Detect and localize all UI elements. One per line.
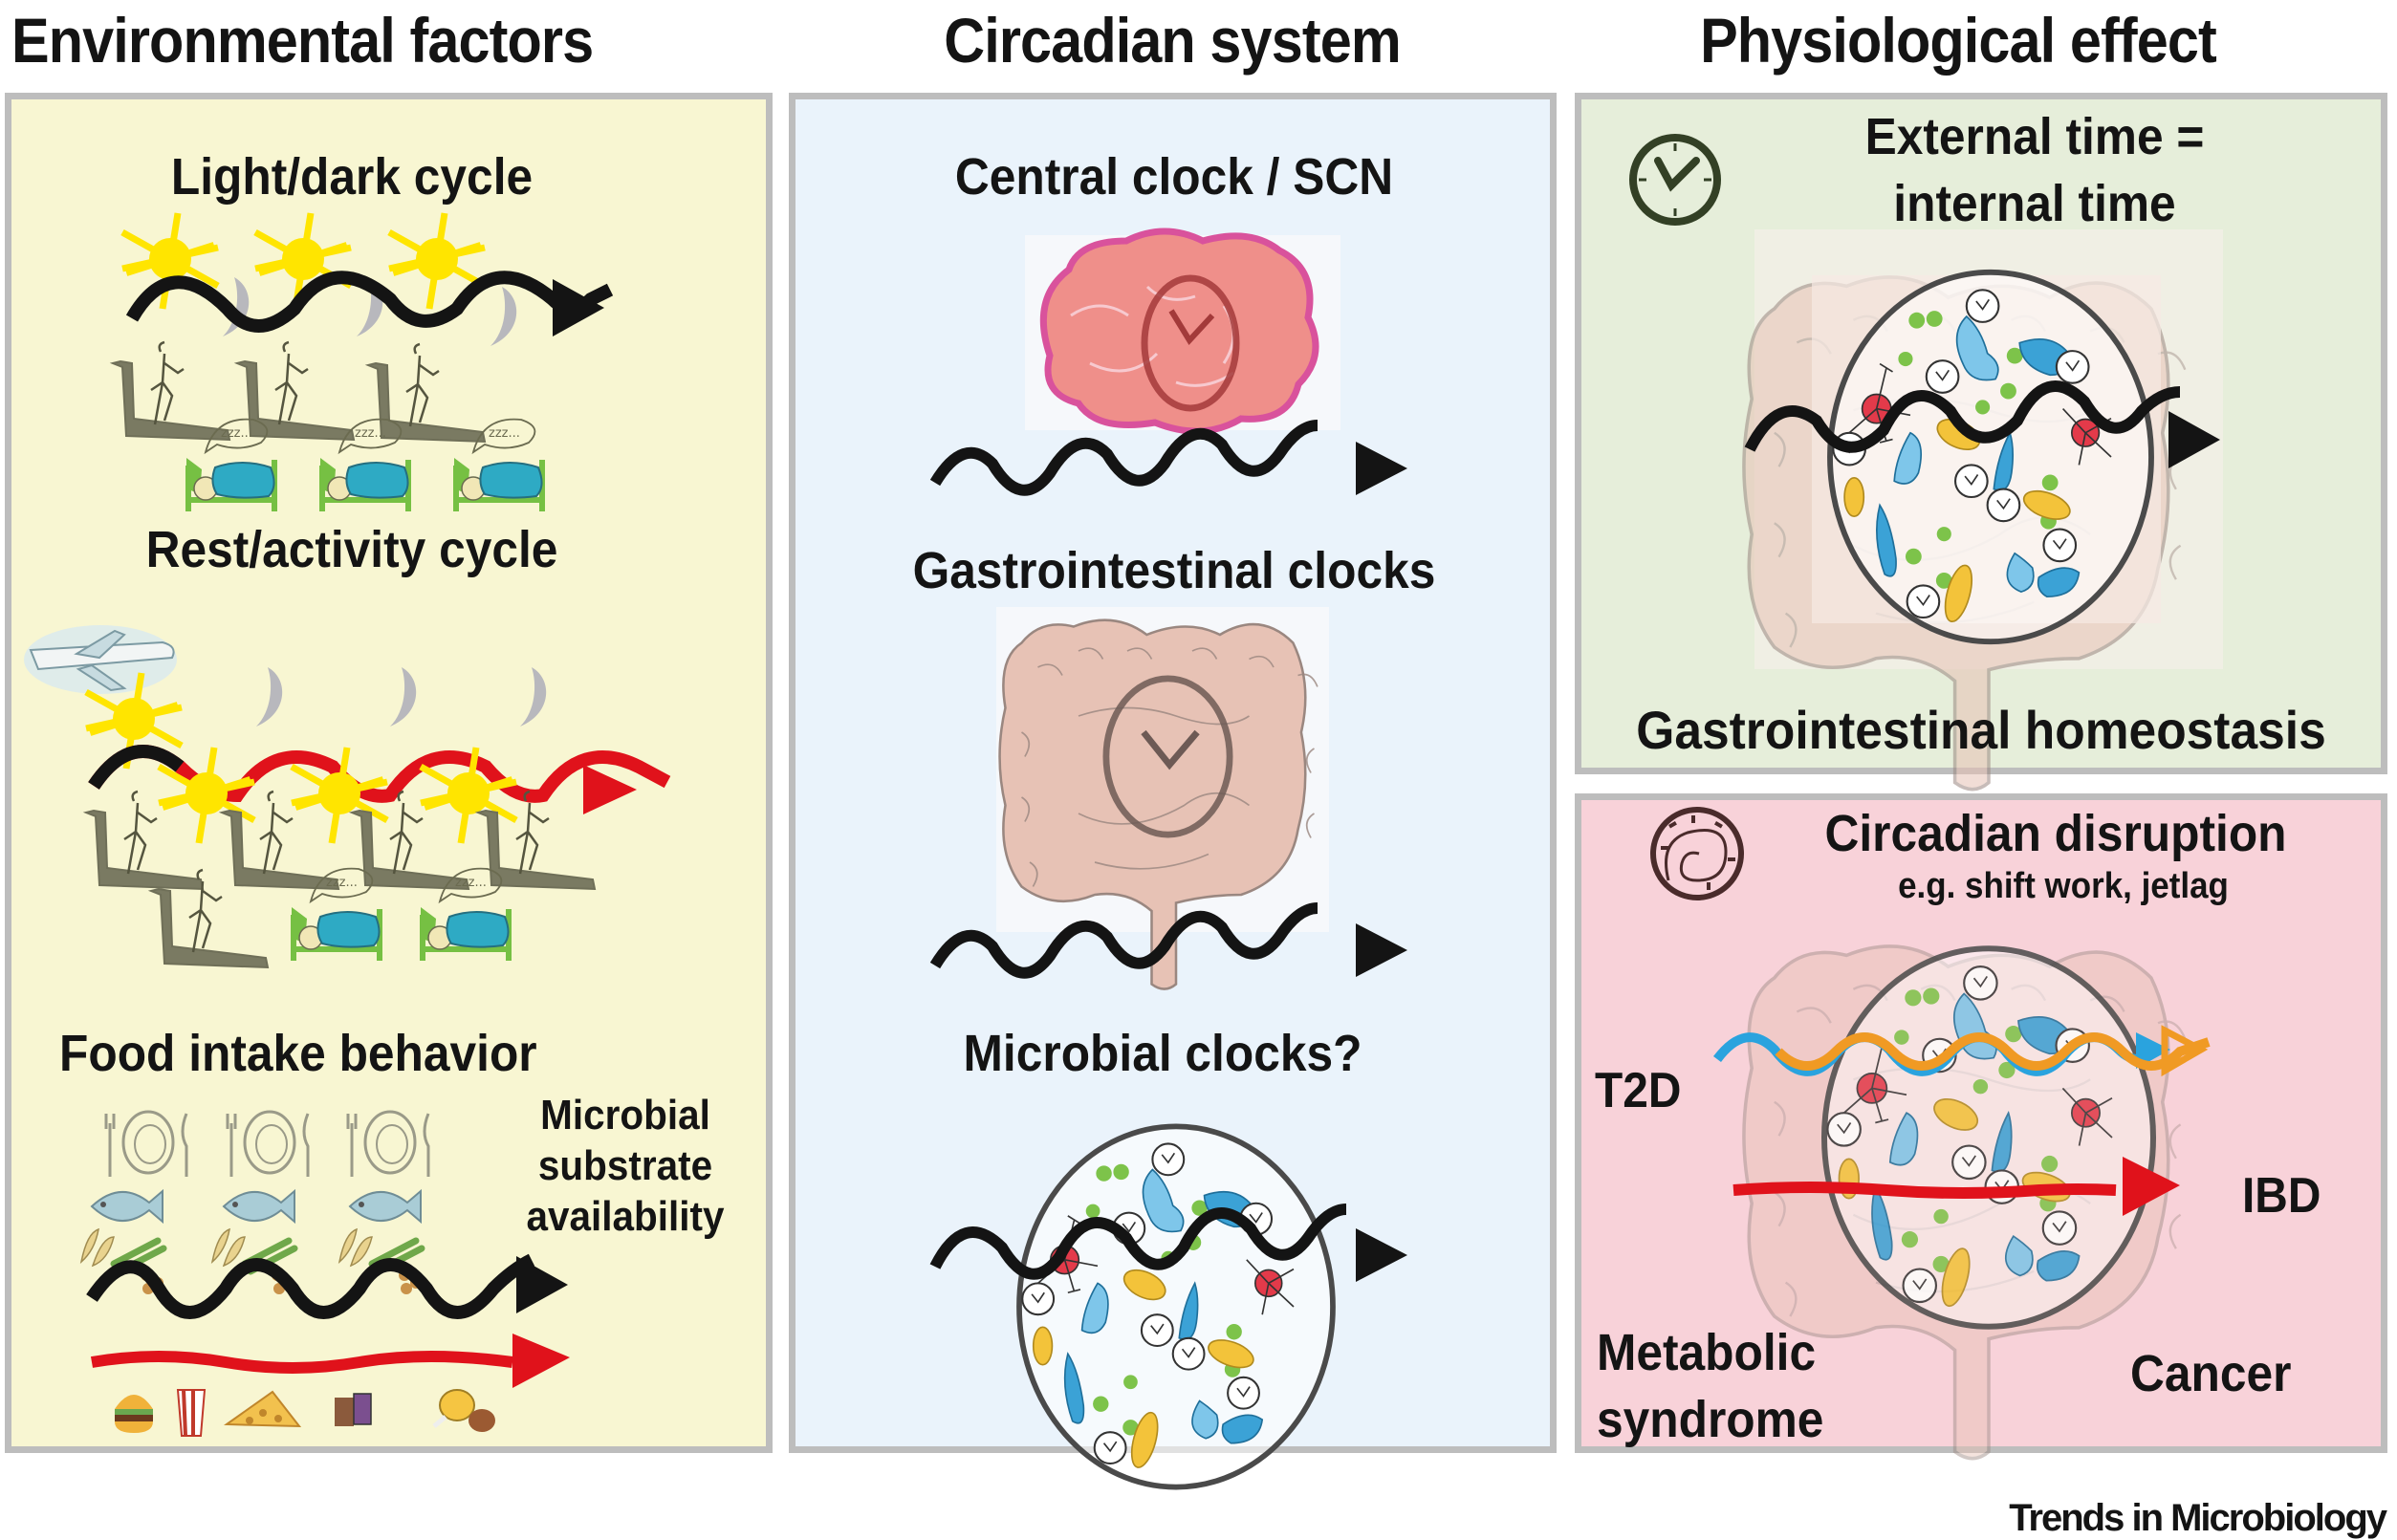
arrow-head bbox=[2161, 1025, 2209, 1077]
ibd-red-arrow bbox=[1732, 1182, 2117, 1199]
label-cancer: Cancer bbox=[2130, 1345, 2292, 1402]
moon-icon bbox=[520, 667, 547, 727]
fish-icon bbox=[91, 1190, 163, 1223]
microbial-rhythm-arrow bbox=[929, 1204, 1347, 1280]
moon-icon bbox=[390, 667, 417, 727]
clock-icon bbox=[1633, 138, 1717, 222]
arrow-head bbox=[2123, 1157, 2180, 1216]
pizza-icon bbox=[223, 1390, 302, 1428]
label-metabolic: Metabolic bbox=[1597, 1324, 1817, 1381]
label-microbial-clocks: Microbial clocks? bbox=[963, 1025, 1362, 1082]
label-syndrome: syndrome bbox=[1597, 1391, 1824, 1448]
burger-icon bbox=[115, 1395, 153, 1433]
treadmill-icon bbox=[220, 790, 340, 891]
header-physiological-effect: Physiological effect bbox=[1700, 5, 2217, 76]
microbiota-illustration bbox=[1830, 272, 2151, 641]
arrow-head bbox=[583, 765, 637, 814]
arrow-head bbox=[1356, 923, 1407, 977]
label-gastrointestinal-clocks: Gastrointestinal clocks bbox=[912, 542, 1436, 599]
chicken-icon bbox=[432, 1389, 495, 1432]
arrow-head bbox=[1356, 442, 1407, 495]
central-clock-rhythm-arrow bbox=[929, 420, 1318, 496]
plate-icons bbox=[104, 1110, 430, 1179]
label-external-time: External time = bbox=[1864, 108, 2205, 165]
label-availability: availability bbox=[526, 1193, 725, 1240]
disrupted-microbiota-illustration bbox=[1824, 948, 2153, 1327]
chocolate-icon bbox=[335, 1393, 372, 1426]
arrow-head bbox=[512, 1334, 570, 1388]
junk-food-icons bbox=[115, 1389, 495, 1437]
header-circadian-system: Circadian system bbox=[944, 5, 1401, 76]
treadmill-icon bbox=[235, 340, 356, 442]
label-internal-time: internal time bbox=[1893, 175, 2176, 232]
moon-icon bbox=[490, 287, 517, 346]
fish-icon bbox=[223, 1190, 295, 1223]
label-circadian-disruption: Circadian disruption bbox=[1824, 805, 2287, 862]
moon-icon bbox=[256, 667, 283, 727]
arrow-head bbox=[553, 279, 604, 336]
label-rest-activity-cycle: Rest/activity cycle bbox=[145, 521, 558, 578]
fish-icon bbox=[349, 1190, 422, 1223]
arrow-head bbox=[2168, 411, 2220, 468]
label-substrate: substrate bbox=[537, 1142, 713, 1189]
gut-clock-icon bbox=[998, 618, 1319, 990]
label-microbial: Microbial bbox=[540, 1092, 710, 1139]
constant-food-arrow bbox=[90, 1351, 513, 1374]
disrupted-clock-icon bbox=[1653, 810, 1741, 898]
treadmill-icon bbox=[111, 340, 231, 442]
label-gastrointestinal-homeostasis: Gastrointestinal homeostasis bbox=[1636, 700, 2326, 760]
airplane-icon bbox=[24, 625, 177, 694]
plate-cutlery-icon bbox=[226, 1110, 310, 1179]
treadmill-icons bbox=[111, 340, 487, 444]
treadmill-icon bbox=[84, 790, 205, 891]
arrow-head bbox=[1356, 1228, 1407, 1282]
brain-clock-icon bbox=[1039, 228, 1319, 435]
t2d-orange-rhythm bbox=[1775, 1032, 2211, 1071]
label-food-intake-behavior: Food intake behavior bbox=[59, 1025, 537, 1082]
microbiota-clocks-illustration bbox=[1019, 1126, 1333, 1486]
label-ibd: IBD bbox=[2242, 1168, 2321, 1224]
plate-cutlery-icon bbox=[346, 1110, 430, 1179]
bed-icons bbox=[186, 420, 542, 511]
arrow-head bbox=[2136, 1032, 2170, 1069]
header-environmental-factors: Environmental factors bbox=[11, 5, 594, 76]
label-light-dark-cycle: Light/dark cycle bbox=[170, 148, 534, 206]
popcorn-icon bbox=[176, 1389, 207, 1437]
label-central-clock-scn: Central clock / SCN bbox=[954, 148, 1394, 206]
moon-icons bbox=[256, 667, 547, 727]
shifted-rhythm-arrow bbox=[88, 745, 671, 803]
plate-cutlery-icon bbox=[104, 1110, 188, 1179]
light-dark-rhythm-arrow bbox=[125, 271, 614, 333]
label-t2d: T2D bbox=[1595, 1063, 1682, 1118]
journal-footer: Trends in Microbiology bbox=[2009, 1497, 2387, 1539]
label-disruption-examples: e.g. shift work, jetlag bbox=[1898, 866, 2229, 906]
arrow-head bbox=[516, 1256, 568, 1313]
synchronized-rhythm-arrow bbox=[1744, 380, 2181, 453]
fish-icons bbox=[91, 1190, 422, 1223]
gastrointestinal-rhythm-arrow bbox=[929, 902, 1318, 979]
food-rhythm-arrow bbox=[86, 1253, 535, 1319]
